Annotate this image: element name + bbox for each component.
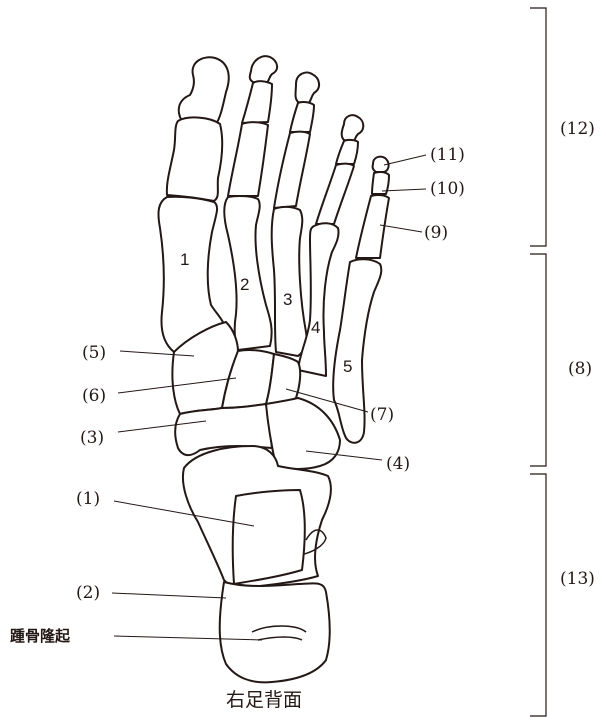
callout-11: (11) — [430, 145, 465, 165]
distal-phalanx-4 — [342, 115, 364, 142]
cuboid — [266, 398, 340, 469]
proximal-phalanx-4 — [316, 164, 354, 224]
bracket-label-tarsals: (13) — [560, 569, 595, 589]
callout-1: (1) — [76, 489, 100, 509]
calcaneal-tuberosity-label: 踵骨隆起 — [10, 627, 71, 645]
proximal-phalanx-5 — [356, 195, 389, 258]
middle-phalanx-3 — [290, 102, 314, 132]
calcaneus — [220, 582, 330, 682]
metatarsal-3 — [272, 207, 307, 356]
callout-9: (9) — [424, 223, 448, 243]
middle-phalanx-4 — [336, 140, 358, 164]
figure-caption: 右足背面 — [226, 689, 302, 711]
callout-2: (2) — [76, 583, 100, 603]
region-brackets: (12) (8) (13) — [530, 8, 595, 716]
proximal-phalanx-3 — [274, 132, 310, 208]
callout-7: (7) — [370, 405, 394, 425]
metatarsal-number-2: 2 — [240, 275, 249, 294]
callout-10: (10) — [430, 179, 465, 199]
distal-phalanx-1 — [179, 57, 229, 124]
bracket-toes — [530, 8, 546, 246]
distal-phalanx-3 — [296, 72, 320, 104]
distal-phalanx-2 — [250, 56, 277, 84]
proximal-phalanx-2 — [228, 122, 268, 196]
foot-bones — [158, 56, 389, 682]
callout-4: (4) — [386, 454, 410, 474]
bracket-metatarsals — [530, 254, 546, 466]
metatarsal-number-5: 5 — [343, 357, 352, 376]
metatarsal-4 — [298, 223, 339, 376]
callout-6: (6) — [82, 386, 106, 406]
metatarsal-number-4: 4 — [311, 318, 320, 337]
bracket-tarsals — [530, 474, 546, 716]
callout-5: (5) — [82, 343, 106, 363]
bracket-label-toes: (12) — [560, 119, 595, 139]
talus-trochlea — [233, 490, 305, 584]
metatarsal-2 — [224, 196, 271, 350]
metatarsal-number-3: 3 — [283, 290, 292, 309]
metatarsal-number-1: 1 — [180, 250, 189, 269]
proximal-phalanx-1 — [167, 117, 222, 201]
bracket-label-metatarsals: (8) — [568, 359, 592, 379]
callout-3: (3) — [80, 428, 104, 448]
middle-phalanx-2 — [242, 81, 272, 123]
